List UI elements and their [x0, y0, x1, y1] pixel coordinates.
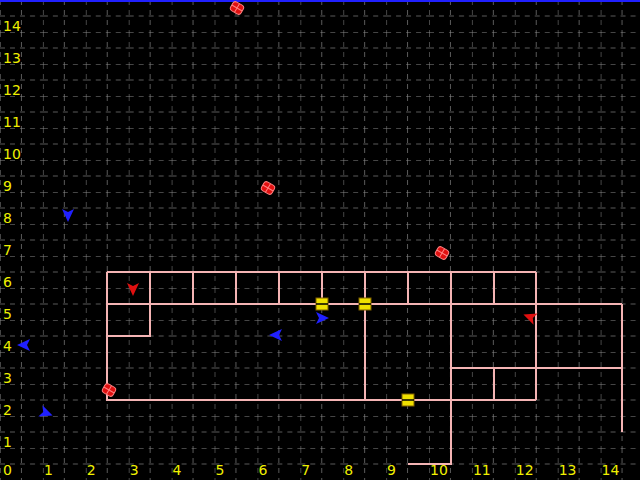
y-axis-number: 6 [3, 275, 12, 290]
y-axis-number: 5 [3, 307, 12, 322]
x-axis-number: 8 [344, 463, 353, 478]
y-axis-number: 9 [3, 179, 12, 194]
y-axis-number: 8 [3, 211, 12, 226]
x-axis-number: 13 [559, 463, 577, 478]
x-axis-number: 7 [301, 463, 310, 478]
y-axis-number: 7 [3, 243, 12, 258]
x-axis-number: 14 [602, 463, 620, 478]
top-border [0, 0, 640, 2]
red-robots [101, 1, 449, 398]
x-axis-number: 11 [473, 463, 491, 478]
x-axis-number: 12 [516, 463, 534, 478]
x-axis-number: 3 [130, 463, 139, 478]
blue-agents [17, 209, 329, 421]
x-axis-number: 0 [3, 463, 12, 478]
y-axis-number: 4 [3, 339, 12, 354]
y-axis-number: 12 [3, 83, 21, 98]
y-axis-number: 14 [3, 19, 21, 34]
yellow-markers [316, 298, 414, 406]
x-axis-number: 6 [258, 463, 267, 478]
y-axis-number: 13 [3, 51, 21, 66]
red-agents [127, 283, 538, 325]
y-axis-number: 1 [3, 435, 12, 450]
y-axis-number: 3 [3, 371, 12, 386]
x-axis-number: 4 [173, 463, 182, 478]
walls [107, 272, 622, 464]
x-axis-number: 10 [430, 463, 448, 478]
y-axis-number: 11 [3, 115, 21, 130]
x-axis-number: 5 [216, 463, 225, 478]
y-axis-number: 10 [3, 147, 21, 162]
x-axis-number: 2 [87, 463, 96, 478]
x-axis-number: 1 [44, 463, 53, 478]
x-axis-number: 9 [387, 463, 396, 478]
y-axis-number: 2 [3, 403, 12, 418]
